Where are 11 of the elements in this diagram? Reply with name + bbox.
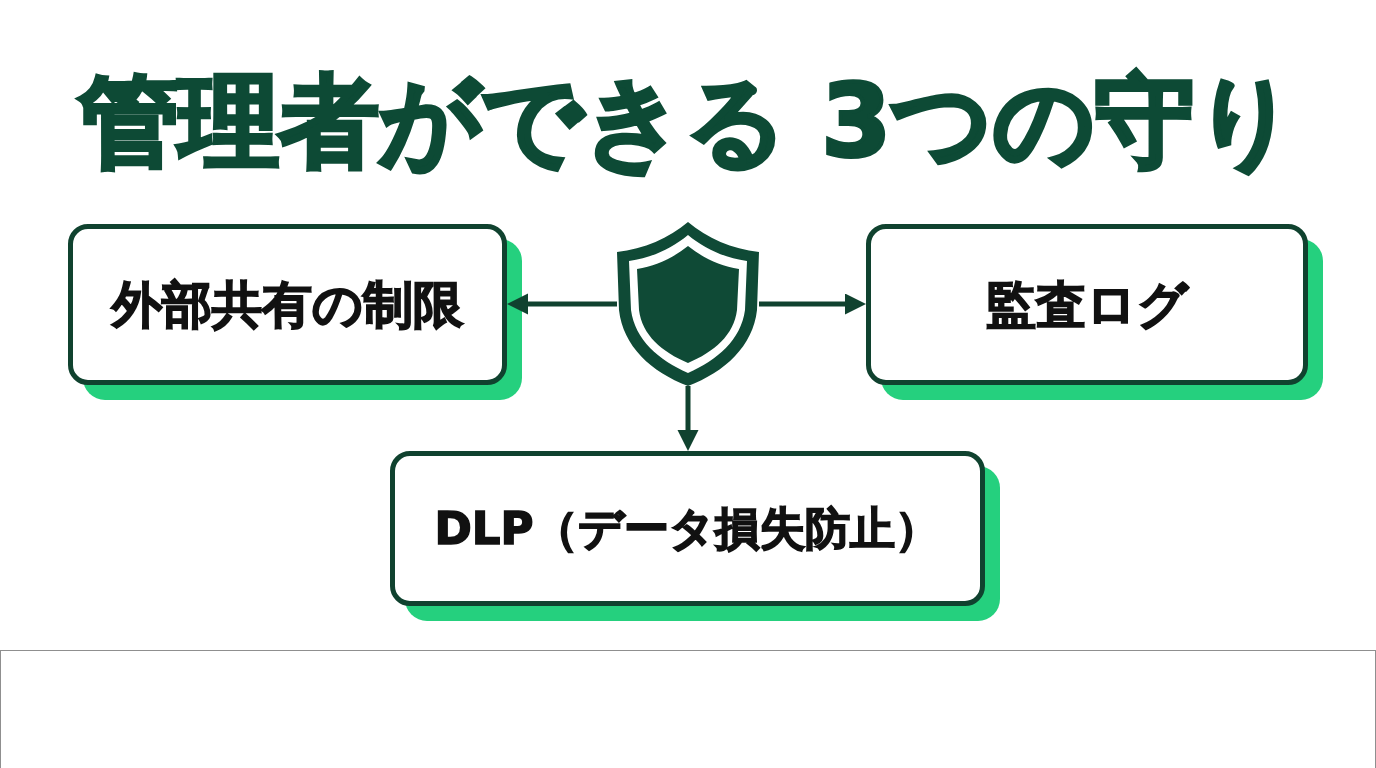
rounded-box <box>866 224 1308 385</box>
box-label: 外部共有の制限 <box>112 274 463 335</box>
arrow <box>507 293 617 315</box>
rounded-box <box>390 451 985 606</box>
title: 管理者ができる 3つの守り <box>77 66 1299 178</box>
arrow <box>759 293 866 315</box>
shield-icon <box>617 222 759 386</box>
arrow <box>677 386 699 451</box>
box-label: 監査ログ <box>986 274 1188 335</box>
box-label: DLP（データ損失防止） <box>434 501 941 556</box>
rounded-box <box>68 224 507 385</box>
